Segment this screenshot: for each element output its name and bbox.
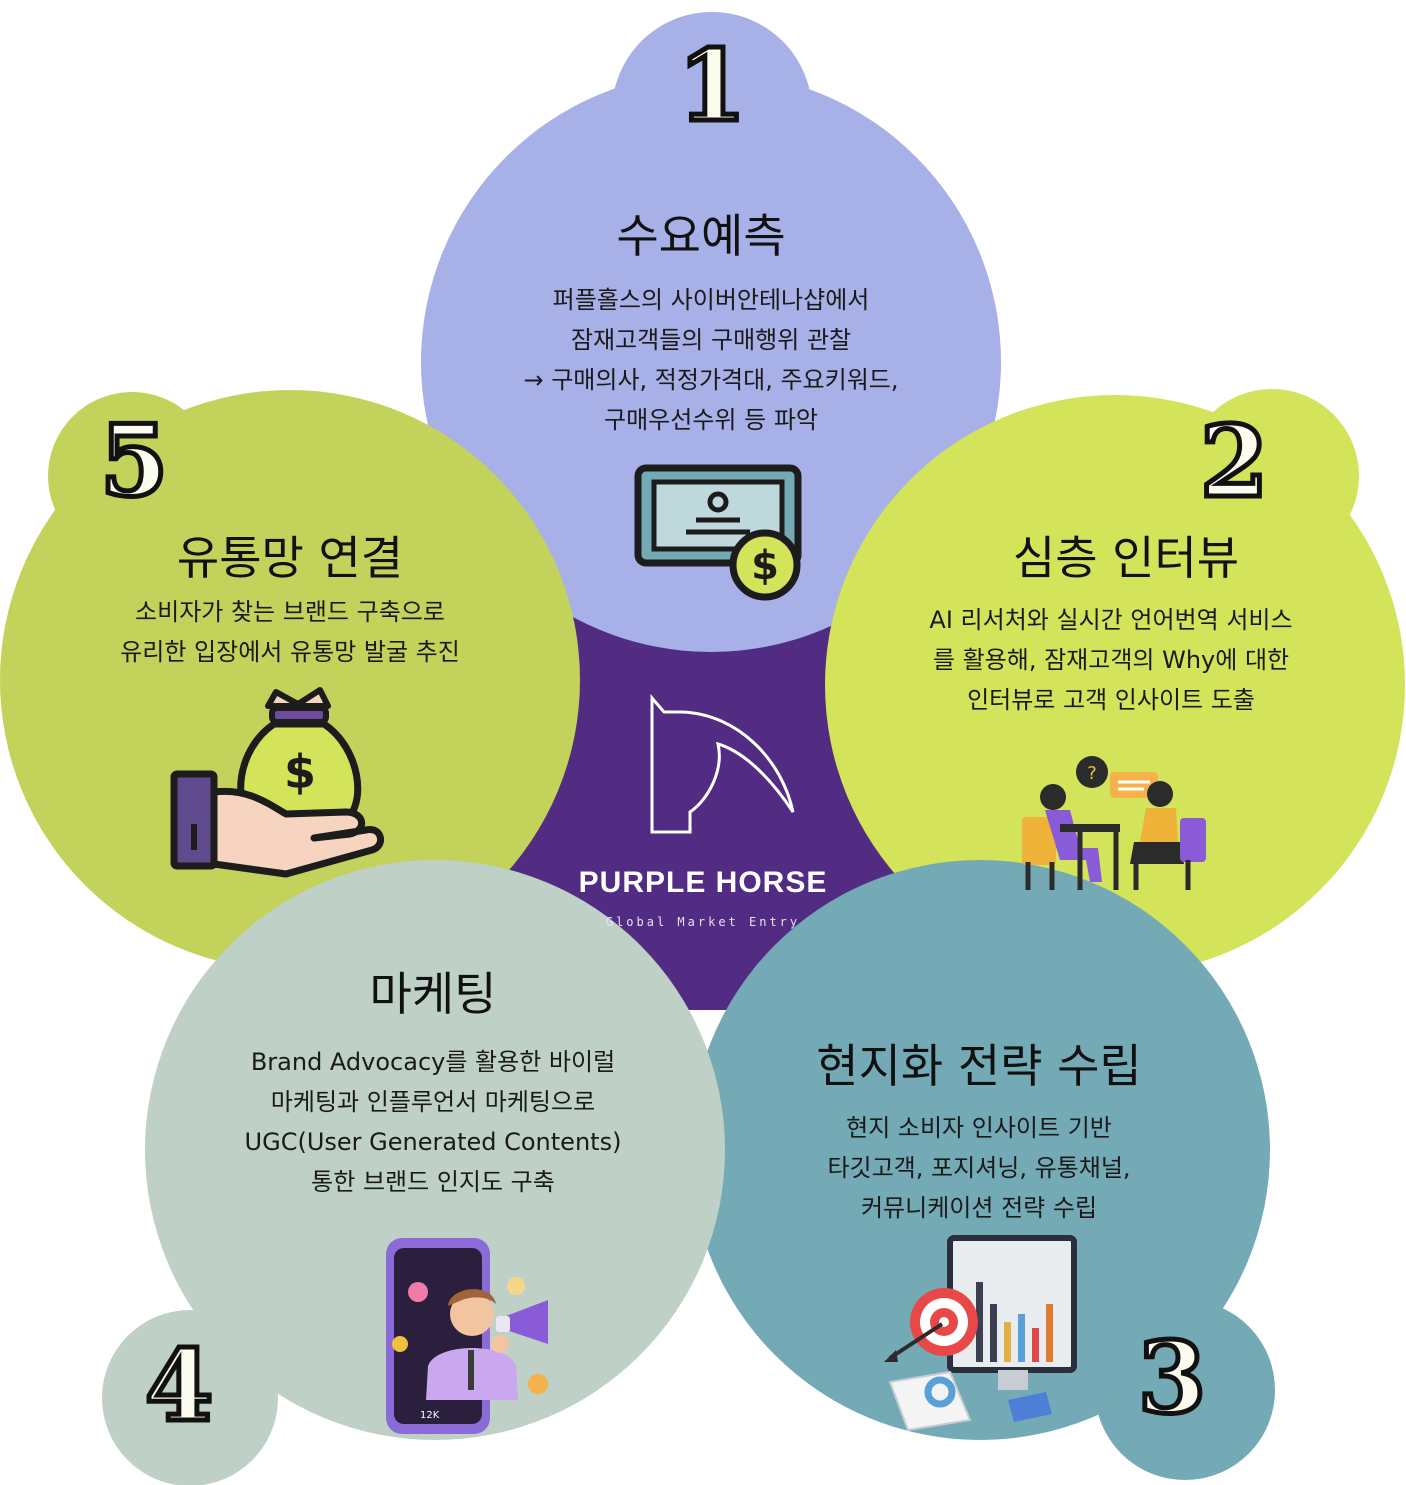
step-3-description: 현지 소비자 인사이트 기반 타깃고객, 포지셔닝, 유통채널, 커뮤니케이션 … [827,1114,1131,1222]
step-1-description: 퍼플홀스의 사이버안테나샵에서 잠재고객들의 구매행위 관찰 → 구매의사, 적… [523,286,899,434]
step-5-title: 유통망 연결 [176,531,404,585]
step-2-description: AI 리서처와 실시간 언어번역 서비스 를 활용해, 잠재고객의 Why에 대… [929,606,1293,714]
step-2-circle [825,389,1405,975]
phone-stat-label: 12K [420,1410,440,1421]
step-4-description: Brand Advocacy를 활용한 바이럴 마케팅과 인플루언서 마케팅으로… [244,1048,622,1196]
step-4-circle [102,860,725,1485]
brand-tagline: Global Market Entry [605,915,801,929]
step-1-number: 1 [675,29,748,144]
brand-name: PURPLE HORSE [578,866,828,899]
step-2-number: 2 [1197,405,1270,520]
step-3-circle [690,860,1275,1480]
step-4-title: 마케팅 [369,967,497,1021]
step-3-title: 현지화 전략 수립 [816,1039,1142,1093]
step-3-number: 3 [1135,1321,1208,1436]
target-chart-icon [884,1235,1077,1432]
step-1-title: 수요예측 [616,209,786,263]
step-5-description: 소비자가 찾는 브랜드 구축으로 유리한 입장에서 유통망 발굴 추진 [120,598,460,666]
step-5-number: 5 [97,404,170,519]
horse-logo-icon [650,693,795,834]
interview-icon: ? [1022,756,1206,890]
svg-text:$: $ [284,745,316,799]
money-bill-icon: $ [634,464,802,601]
influencer-phone-icon: 12K [386,1238,548,1434]
money-bag-hand-icon: $ [170,687,384,878]
step-1-circle [421,12,1001,652]
step-5-circle [0,390,580,970]
svg-text:$: $ [751,543,779,589]
svg-text:?: ? [1087,763,1097,784]
step-2-title: 심층 인터뷰 [1012,531,1240,585]
step-4-number: 4 [142,1329,215,1444]
